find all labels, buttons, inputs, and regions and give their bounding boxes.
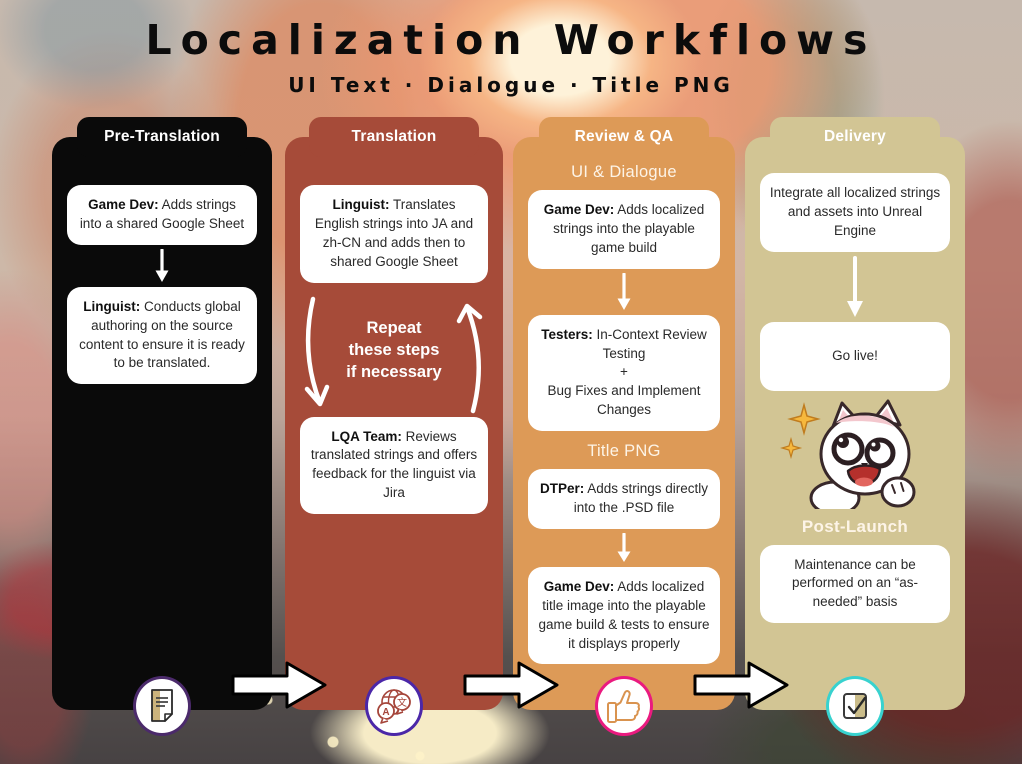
card-lead: Linguist: (83, 298, 141, 314)
card-gamedev-title-image: Game Dev: Adds localized title image int… (528, 566, 720, 665)
card-text: Adds strings into a shared Google Sheet (79, 197, 245, 231)
column-review-qa: Review & QA UI & Dialogue Game Dev: Adds… (513, 117, 735, 710)
checkbox-icon (843, 693, 867, 719)
card-testers-review: Testers: In-Context Review Testing + Bug… (528, 314, 720, 432)
column-delivery: Delivery Integrate all localized strings… (745, 117, 965, 710)
card-text: Maintenance can be performed on an “as-n… (791, 556, 919, 610)
card-integrate-unreal: Integrate all localized strings and asse… (760, 173, 950, 252)
card-text: Integrate all localized strings and asse… (769, 185, 941, 238)
card-text: Reviews translated strings and offers fe… (310, 428, 478, 501)
card-dtper-psd: DTPer: Adds strings directly into the .P… (528, 469, 720, 529)
flow-arrow-icon (693, 661, 789, 709)
card-lead: Testers: (541, 326, 593, 342)
page-subtitle: UI Text · Dialogue · Title PNG (288, 73, 734, 97)
down-arrow-icon (617, 532, 631, 562)
card-lead: Game Dev: (88, 197, 159, 212)
card-text: Adds strings directly into the .PSD file (573, 481, 709, 516)
section-label-post-launch: Post-Launch (801, 516, 909, 536)
curved-down-arrow-icon (304, 296, 330, 406)
down-arrow-icon (617, 272, 631, 310)
document-icon (151, 689, 173, 722)
step-badge-review-qa (595, 676, 653, 736)
step-badge-translation: 文 A (365, 676, 423, 736)
cat-mascot-svg (780, 399, 916, 509)
card-text: In-Context Review Testing (592, 326, 707, 361)
card-lead: DTPer: (539, 481, 585, 497)
card-linguist-translates: Linguist: Translates English strings int… (300, 185, 488, 283)
step-badge-delivery (826, 676, 884, 736)
column-header-translation: Translation (309, 117, 479, 157)
section-label-title-png: Title PNG (587, 442, 661, 461)
card-gamedev-localized-strings: Game Dev: Adds localized strings into th… (528, 190, 720, 269)
card-linguist-global-authoring: Linguist: Conducts global authoring on t… (67, 286, 257, 385)
curved-up-arrow-icon (456, 303, 483, 413)
flow-arrow-icon (231, 661, 327, 709)
header: Localization Workflows UI Text · Dialogu… (0, 16, 1022, 97)
card-text2: Bug Fixes and Implement Changes (547, 383, 701, 418)
card-lead: LQA Team: (331, 428, 402, 444)
column-pre-translation: Pre-Translation Game Dev: Adds strings i… (52, 117, 272, 710)
svg-text:文: 文 (397, 696, 407, 709)
card-text: Translates English strings into JA and z… (314, 197, 474, 269)
card-text: Adds localized strings into the playable… (553, 202, 705, 255)
card-plus: + (620, 364, 628, 380)
card-lead: Game Dev: (543, 578, 615, 594)
card-text: Conducts global authoring on the source … (79, 298, 245, 371)
card-gamedev-add-strings: Game Dev: Adds strings into a shared Goo… (67, 185, 257, 245)
card-go-live: Go live! (760, 321, 950, 391)
down-arrow-icon (847, 255, 863, 317)
column-header-pre-translation: Pre-Translation (77, 117, 247, 157)
repeat-note: Repeat these steps if necessary (346, 318, 442, 382)
down-arrow-icon (155, 248, 169, 282)
cat-mascot-image (745, 397, 965, 509)
flow-arrow-icon (463, 661, 559, 709)
card-lead: Game Dev: (543, 202, 615, 217)
step-badge-pre-translation (133, 676, 191, 736)
card-text: Adds localized title image into the play… (538, 578, 710, 651)
thumbs-up-icon (607, 690, 641, 723)
translate-icon: 文 A (377, 689, 411, 724)
repeat-loop: Repeat these steps if necessary (285, 289, 503, 417)
column-header-delivery: Delivery (770, 117, 940, 157)
card-maintenance: Maintenance can be performed on an “as-n… (760, 544, 950, 624)
card-text: Go live! (832, 347, 878, 363)
card-lqa-team-reviews: LQA Team: Reviews translated strings and… (300, 416, 488, 515)
column-translation: Translation Linguist: Translates English… (285, 117, 503, 710)
page-title: Localization Workflows (145, 16, 877, 64)
card-lead: Linguist: (332, 197, 390, 212)
column-header-review-qa: Review & QA (539, 117, 709, 157)
section-label-ui-dialogue: UI & Dialogue (571, 163, 677, 181)
svg-text:A: A (382, 707, 389, 718)
